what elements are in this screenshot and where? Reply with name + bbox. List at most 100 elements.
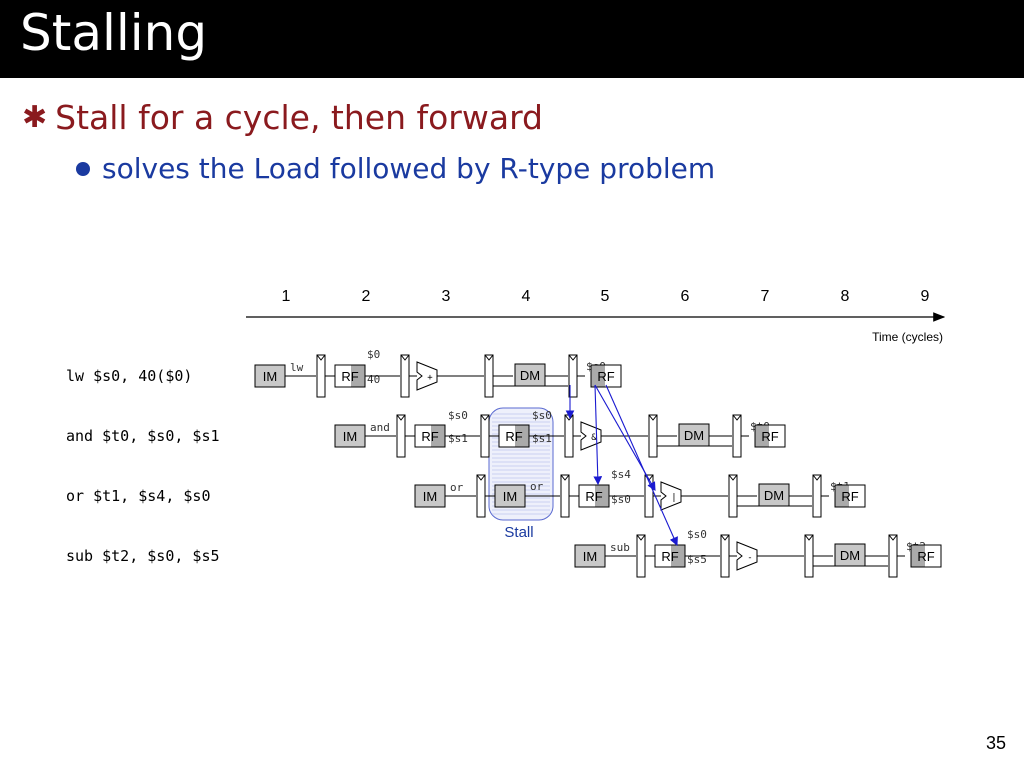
cycle-label-5: 5 [601, 288, 610, 305]
pipeline-register [560, 474, 570, 518]
register-clock-mark [648, 414, 658, 421]
pipeline-register [484, 354, 494, 398]
rf-label: RF [761, 429, 778, 444]
pipeline-register [732, 414, 742, 458]
instruction-text: or $t1, $s4, $s0 [66, 487, 211, 505]
pipeline-register [636, 534, 646, 578]
forwarding-arrow [593, 384, 603, 486]
dm-label: DM [520, 368, 540, 383]
register-clock-mark [476, 474, 486, 481]
bullet-2-text: solves the Load followed by R-type probl… [102, 152, 716, 185]
rf-shade [671, 545, 685, 567]
pipeline-register [804, 534, 814, 578]
alu-symbol: + [427, 373, 433, 383]
bullet-2: solves the Load followed by R-type probl… [76, 152, 715, 185]
alu-stage [660, 481, 682, 511]
alu-stage [736, 541, 758, 571]
rf-source-top: $s0 [687, 528, 707, 541]
stall-label: Stall [504, 524, 533, 541]
im-label: IM [583, 549, 597, 564]
rf-stall-bottom: $s1 [532, 432, 552, 445]
rf-border [910, 544, 942, 568]
rf-source-top: $s4 [611, 468, 631, 481]
rf-shade [515, 425, 529, 447]
pipeline-register [564, 414, 574, 458]
rf-label: RF [505, 429, 522, 444]
dot-bullet-icon [76, 161, 90, 176]
bullet-1: ✱ Stall for a cycle, then forward [22, 98, 543, 137]
register-clock-mark [396, 414, 406, 421]
opcode-label-stall: or [530, 480, 544, 493]
rf-source-bottom: 40 [367, 373, 380, 386]
rf-label: RF [917, 549, 934, 564]
slide-title: Stalling [20, 4, 208, 62]
alu-symbol: - [747, 553, 752, 563]
rf-shade [591, 365, 605, 387]
pipeline-register [812, 474, 822, 518]
cycle-label-1: 1 [282, 288, 291, 305]
bullet-1-text: Stall for a cycle, then forward [55, 98, 544, 137]
cycle-label-3: 3 [442, 288, 451, 305]
rf-shade [755, 425, 769, 447]
rf-label: RF [597, 369, 614, 384]
rf-shade [911, 545, 925, 567]
opcode-label: and [370, 421, 390, 434]
im-label: IM [343, 429, 357, 444]
rf-source-top: $s0 [448, 409, 468, 422]
opcode-label: sub [610, 541, 630, 554]
pipeline-register [888, 534, 898, 578]
rf-source-bottom: $s1 [448, 432, 468, 445]
dm-label: DM [840, 548, 860, 563]
rf-shade [595, 485, 609, 507]
rf-border [754, 424, 786, 448]
pipeline-register [400, 354, 410, 398]
rf-label: RF [585, 489, 602, 504]
alu-stage [416, 361, 438, 391]
register-clock-mark [560, 474, 570, 481]
pipeline-register [720, 534, 730, 578]
opcode-label: or [450, 481, 464, 494]
register-clock-mark [804, 534, 814, 541]
pipeline-register [648, 414, 658, 458]
register-clock-mark [568, 354, 578, 361]
rf-shade [431, 425, 445, 447]
opcode-label: lw [290, 361, 304, 374]
title-bar: Stalling [0, 0, 1024, 78]
instruction-text: lw $s0, 40($0) [66, 367, 192, 385]
rf-label: RF [841, 489, 858, 504]
register-clock-mark [636, 534, 646, 541]
instruction-text: sub $t2, $s0, $s5 [66, 547, 220, 565]
register-clock-mark [720, 534, 730, 541]
instruction-text: and $t0, $s0, $s1 [66, 427, 220, 445]
pipeline-register [476, 474, 486, 518]
cycle-label-8: 8 [841, 288, 850, 305]
pipeline-register [396, 414, 406, 458]
forwarding-arrow [594, 384, 656, 491]
rf-shade [351, 365, 365, 387]
register-clock-mark [400, 354, 410, 361]
dm-label: DM [764, 488, 784, 503]
register-clock-mark [484, 354, 494, 361]
rf-label: RF [661, 549, 678, 564]
register-clock-mark [732, 414, 742, 421]
rf-label: RF [341, 369, 358, 384]
rf-label: RF [421, 429, 438, 444]
cycle-label-6: 6 [681, 288, 690, 305]
pipeline-register [316, 354, 326, 398]
cycle-label-2: 2 [362, 288, 371, 305]
cycle-label-4: 4 [522, 288, 531, 305]
alu-symbol: & [591, 433, 597, 443]
rf-source-bottom: $s5 [687, 553, 707, 566]
time-axis-label: Time (cycles) [872, 330, 943, 344]
im-label: IM [503, 489, 517, 504]
register-clock-mark [888, 534, 898, 541]
im-label: IM [263, 369, 277, 384]
asterisk-bullet-icon: ✱ [22, 100, 48, 135]
register-clock-mark [316, 354, 326, 361]
register-clock-mark [812, 474, 822, 481]
rf-border [834, 484, 866, 508]
